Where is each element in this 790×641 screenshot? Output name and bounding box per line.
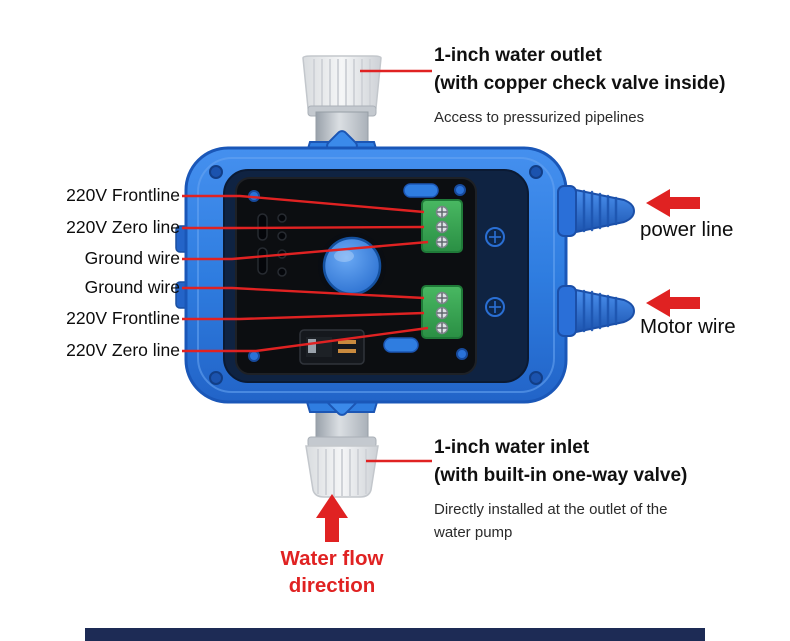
- wire-label-4: Ground wire: [84, 277, 180, 297]
- mount-boss-slots: [489, 231, 501, 313]
- wire-line-5: [182, 311, 425, 321]
- wire-label-5: 220V Frontline: [66, 308, 180, 328]
- power-line-gland: [557, 185, 636, 237]
- button-highlight: [334, 250, 354, 262]
- controller-body: [175, 146, 568, 404]
- wire-line-1: [182, 194, 425, 214]
- power-line-label: power line: [640, 218, 734, 241]
- wire-line-2: [182, 225, 425, 230]
- water-flow-label: Water flow direction: [280, 547, 384, 597]
- capacitor-top: [403, 183, 439, 198]
- outlet-note: Access to pressurized pipelines: [434, 109, 645, 126]
- terminal-block-bottom: [421, 285, 463, 339]
- callout-lines: [182, 69, 432, 463]
- relay-component: [299, 329, 365, 365]
- inlet-subtitle: (with built-in one-way valve): [434, 465, 688, 486]
- capacitor-bottom: [383, 337, 419, 353]
- wire-line-6: [182, 326, 429, 353]
- plate-screws: [248, 184, 468, 362]
- outlet-callout: 1-inch water outlet (with copper check v…: [434, 42, 774, 129]
- section-divider-bar: [85, 628, 705, 641]
- inlet-title: 1-inch water inlet: [434, 437, 590, 458]
- lid-highlight: [197, 157, 555, 393]
- terminal-block-top: [421, 199, 463, 253]
- wire-label-3: Ground wire: [84, 248, 180, 268]
- lid-screws: [209, 165, 543, 385]
- wire-line-4: [182, 286, 425, 300]
- wire-label-1: 220V Frontline: [66, 185, 180, 205]
- wire-label-6: 220V Zero line: [66, 340, 180, 360]
- motor-wire-arrow: [646, 289, 700, 317]
- outlet-cap-ridges: [313, 59, 371, 106]
- water-flow-arrow: [316, 494, 348, 542]
- outlet-title: 1-inch water outlet: [434, 45, 602, 66]
- motor-wire-gland: [556, 284, 636, 338]
- power-line-arrow: [646, 189, 700, 217]
- inlet-note: Directly installed at the outlet of the …: [434, 501, 668, 541]
- inlet-callout: 1-inch water inlet (with built-in one-wa…: [434, 434, 774, 544]
- outlet-subtitle: (with copper check valve inside): [434, 73, 726, 94]
- motor-wire-label: Motor wire: [640, 315, 736, 338]
- inlet-cap-ridges: [317, 449, 367, 496]
- wire-label-2: 220V Zero line: [66, 217, 180, 237]
- wire-line-3: [182, 240, 429, 261]
